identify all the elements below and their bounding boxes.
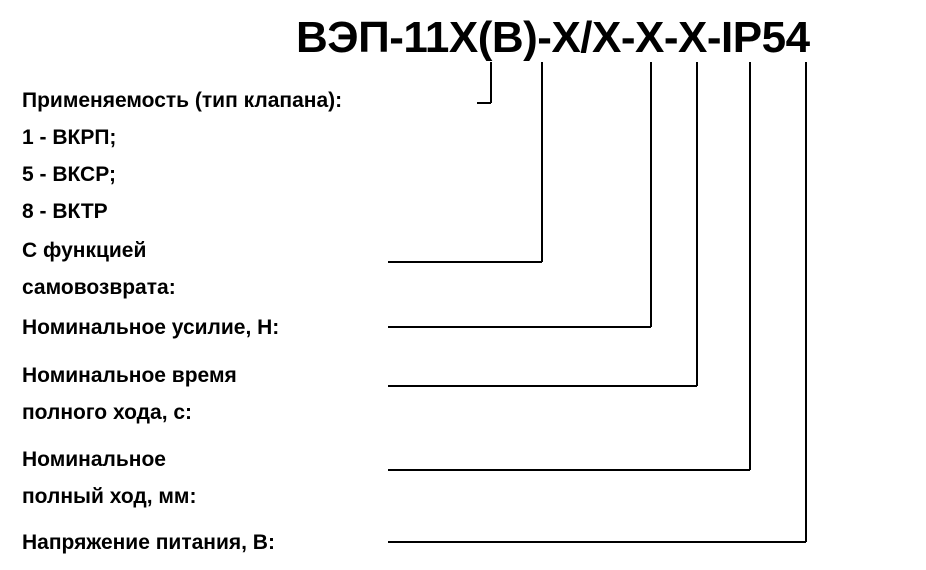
label-nominal-full-travel-line-1: полный ход, мм:: [22, 485, 197, 508]
label-applicability-line-2: 5 - ВКСР;: [22, 163, 116, 186]
label-self-return-function-line-1: самовозврата:: [22, 276, 176, 299]
label-applicability-line-0: Применяемость (тип клапана):: [22, 89, 343, 112]
label-nominal-full-travel-time-line-1: полного хода, с:: [22, 401, 193, 424]
label-nominal-full-travel-time-line-0: Номинальное время: [22, 364, 237, 387]
label-supply-voltage: Напряжение питания, В:: [22, 524, 275, 561]
label-self-return-function-line-0: С функцией: [22, 239, 147, 262]
label-applicability: Применяемость (тип клапана): 1 - ВКРП; 5…: [22, 82, 342, 230]
label-nominal-force-line-0: Номинальное усилие, Н:: [22, 316, 280, 339]
label-applicability-line-1: 1 - ВКРП;: [22, 126, 117, 149]
label-self-return-function: С функцией самовозврата:: [22, 232, 176, 306]
label-supply-voltage-line-0: Напряжение питания, В:: [22, 531, 275, 554]
label-nominal-force: Номинальное усилие, Н:: [22, 309, 279, 346]
page-title: ВЭП-11Х(В)-Х/Х-Х-Х-IP54: [296, 13, 810, 62]
label-nominal-full-travel-line-0: Номинальное: [22, 448, 166, 471]
label-nominal-full-travel-time: Номинальное время полного хода, с:: [22, 357, 237, 431]
label-nominal-full-travel: Номинальное полный ход, мм:: [22, 441, 196, 515]
label-applicability-line-3: 8 - ВКТР: [22, 200, 108, 223]
